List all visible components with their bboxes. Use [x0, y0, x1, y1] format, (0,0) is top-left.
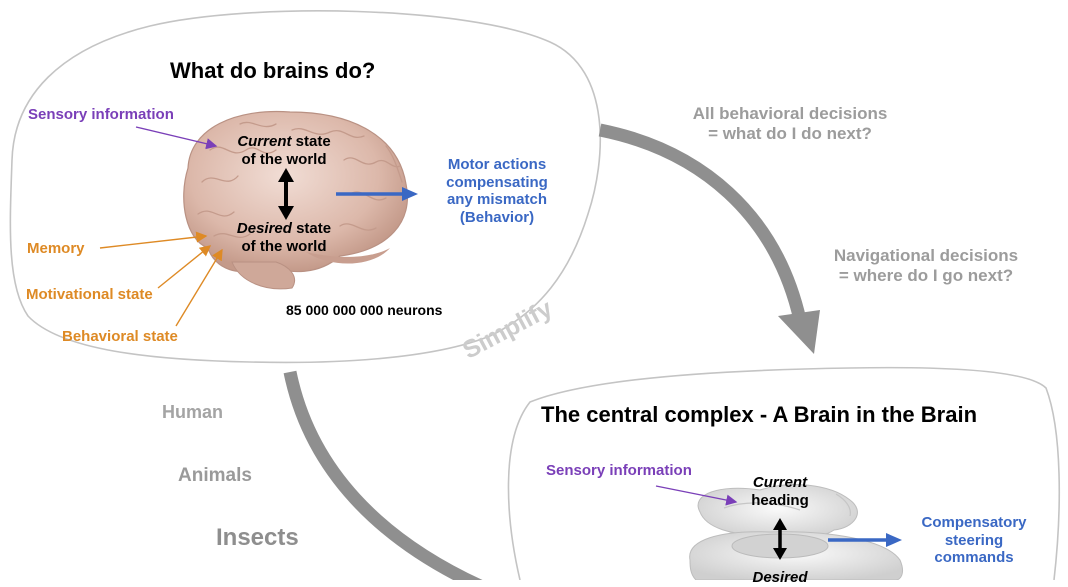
insects-label: Insects [216, 524, 299, 551]
top-bubble-title: What do brains do? [170, 58, 376, 83]
navigational-decisions-line-1: Navigational decisions [833, 246, 1019, 265]
motor-line-4: (Behavior) [459, 209, 535, 227]
desired-heading-label-partial: Desired [730, 569, 830, 587]
state-comparison-double-arrow [278, 168, 294, 220]
motor-line-1: Motor actions [447, 156, 547, 173]
current-heading-line2: heading [751, 491, 809, 509]
steering-line-3: commands [934, 549, 1014, 567]
behavioral-decisions-line-1: All behavioral decisions [692, 104, 888, 123]
motivational-arrow [157, 245, 212, 289]
current-state-rest: state [291, 133, 331, 150]
human-label: Human [162, 402, 224, 422]
steering-commands-label: Compensatory steering commands [912, 514, 1036, 567]
behavioral-state-label: Behavioral state [62, 328, 178, 345]
sensory-arrow [135, 126, 218, 150]
simplify-arrow [283, 370, 483, 580]
cx-sensory-arrow [655, 485, 738, 506]
motor-action-arrow [336, 187, 418, 201]
current-state-line2: of the world [241, 150, 327, 168]
human-brain-image [183, 110, 408, 290]
current-heading-label: Current heading [730, 474, 830, 509]
behavioral-decisions-label: All behavioral decisions = what do I do … [672, 104, 908, 144]
memory-label: Memory [27, 240, 85, 257]
desired-heading-italic: Desired [752, 569, 808, 586]
current-state-italic: Current [237, 133, 292, 150]
bottom-thought-bubble [507, 366, 1061, 580]
desired-state-line2: of the world [241, 237, 327, 255]
animals-label: Animals [178, 465, 252, 486]
navigational-decisions-line-2: = where do I go next? [838, 266, 1014, 286]
neuron-count-label: 85 000 000 000 neurons [286, 302, 443, 318]
cx-sensory-information-label: Sensory information [546, 462, 692, 479]
heading-comparison-double-arrow [773, 518, 787, 560]
sensory-information-label: Sensory information [28, 106, 174, 123]
navigational-decisions-label: Navigational decisions = where do I go n… [810, 246, 1042, 286]
steering-line-1: Compensatory [921, 514, 1027, 531]
memory-arrow [99, 231, 208, 249]
steering-line-2: steering [944, 531, 1004, 549]
desired-state-rest: state [291, 220, 332, 237]
current-state-label: Current state of the world [216, 133, 352, 168]
motivational-state-label: Motivational state [26, 286, 153, 303]
motor-line-2: compensating [446, 173, 548, 191]
behavioral-state-arrow [175, 248, 223, 327]
steering-arrow [828, 533, 902, 547]
behavioral-decisions-line-2: = what do I do next? [708, 124, 872, 144]
motor-line-3: any mismatch [446, 191, 548, 209]
bottom-bubble-title: The central complex - A Brain in the Bra… [541, 402, 978, 427]
motor-actions-label: Motor actions compensating any mismatch … [432, 156, 562, 227]
desired-state-label: Desired state of the world [216, 220, 352, 255]
desired-state-italic: Desired [236, 220, 292, 237]
current-heading-italic: Current [752, 474, 808, 491]
top-thought-bubble [9, 10, 602, 364]
navigation-arrow [598, 123, 820, 354]
